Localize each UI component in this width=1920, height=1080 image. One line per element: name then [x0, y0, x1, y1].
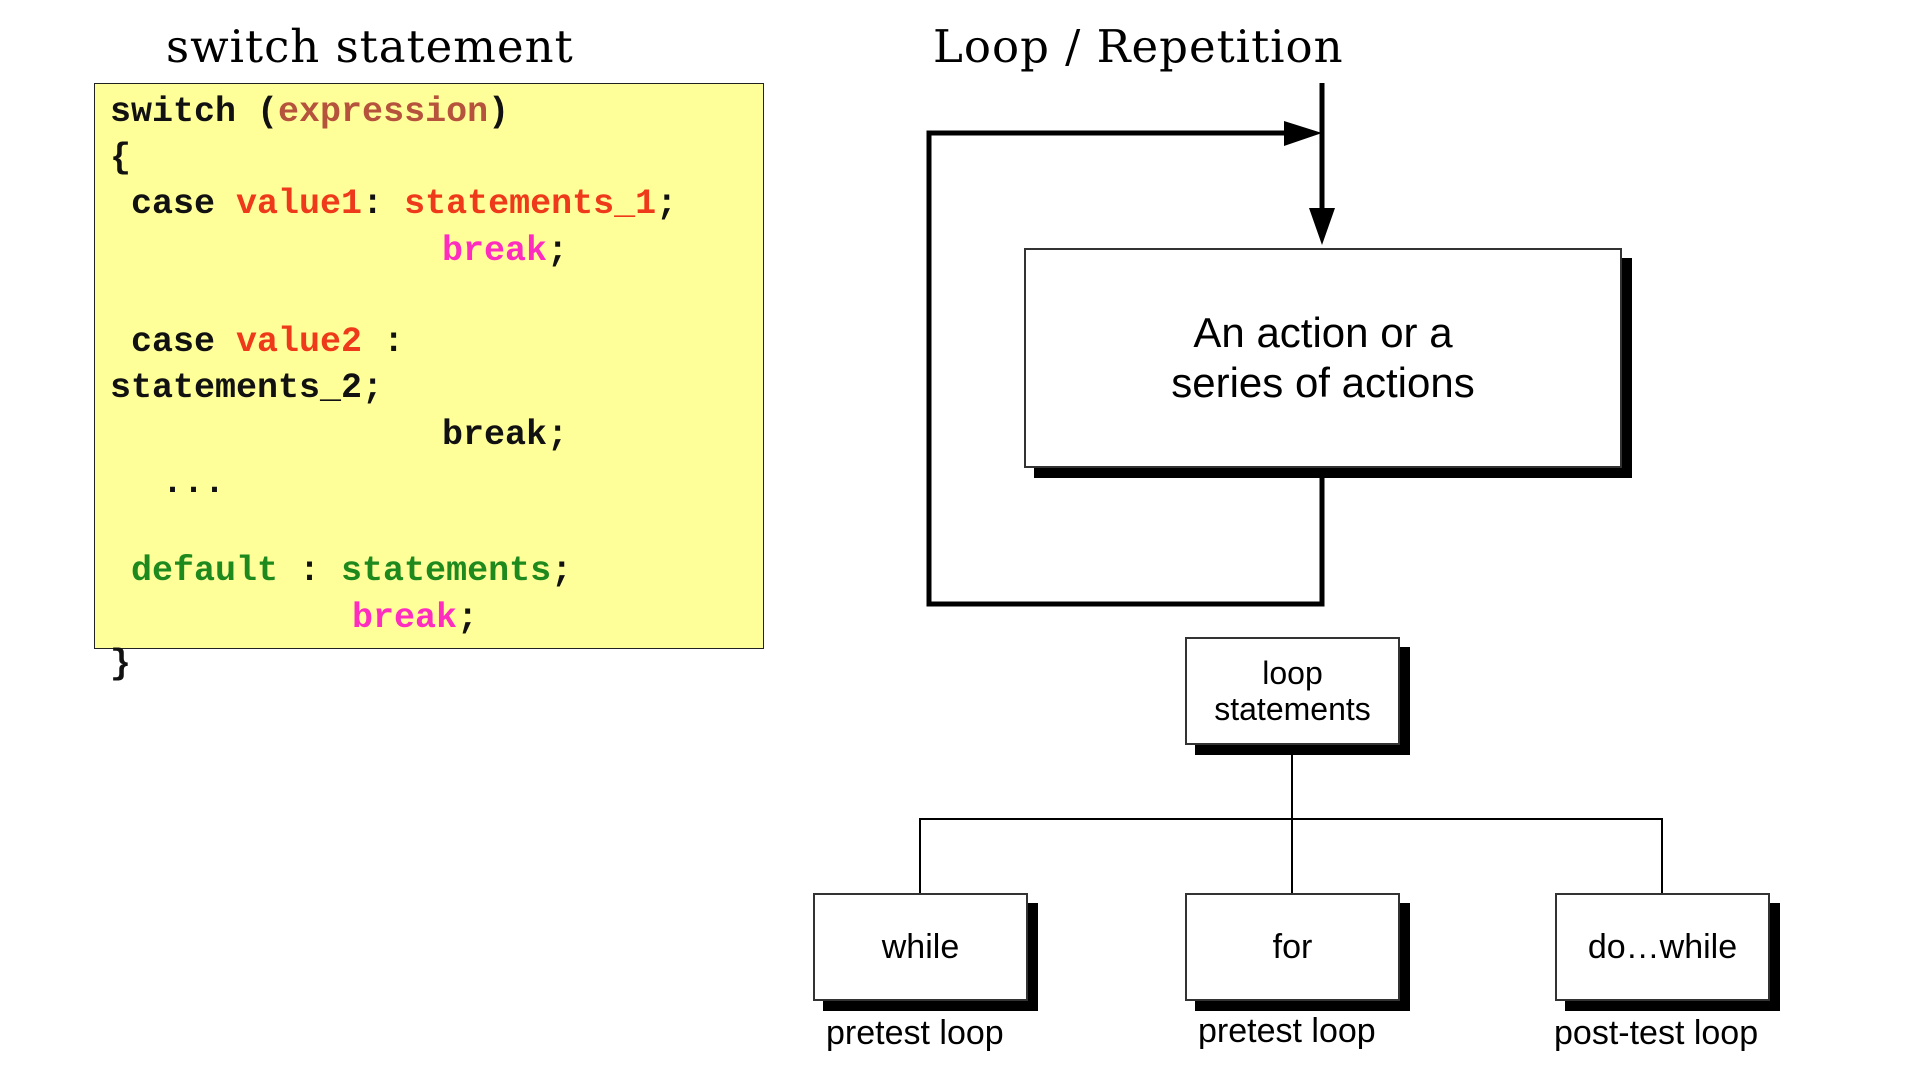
- code-break-1: break: [442, 231, 548, 271]
- code-break-default: break: [352, 598, 458, 638]
- code-statements-1: statements_1: [404, 184, 657, 224]
- code-semicolon: ;: [551, 551, 573, 591]
- code-expression: expression: [278, 92, 489, 132]
- while-caption: pretest loop: [826, 1014, 1004, 1052]
- code-value1: value1: [236, 184, 363, 224]
- code-switch-keyword: switch: [110, 92, 237, 132]
- do-while-caption: post-test loop: [1554, 1014, 1759, 1052]
- loop-statements-box: loop statements: [1185, 637, 1400, 745]
- code-colon: :: [362, 322, 405, 362]
- code-semicolon: ;: [656, 184, 678, 224]
- for-caption: pretest loop: [1198, 1012, 1376, 1050]
- tree-branch-line: [919, 818, 1663, 820]
- code-line-ellipsis: ...: [120, 463, 226, 503]
- code-semicolon: ;: [457, 598, 479, 638]
- switch-code-box: [94, 83, 764, 649]
- code-open-paren: (: [236, 92, 279, 132]
- code-colon: :: [362, 184, 405, 224]
- code-value2: value2: [236, 322, 363, 362]
- loop-statements-line-1: loop: [1262, 655, 1323, 691]
- loop-repetition-title: Loop / Repetition: [933, 20, 1344, 73]
- action-box: An action or a series of actions: [1024, 248, 1622, 468]
- code-line-7: break;: [442, 415, 569, 455]
- code-default-statements: statements: [341, 551, 552, 591]
- down-arrowhead: [1309, 208, 1335, 245]
- switch-statement-title: switch statement: [166, 20, 574, 73]
- code-default-keyword: default: [110, 551, 279, 591]
- code-case-keyword: case: [110, 184, 237, 224]
- action-box-line-1: An action or a: [1193, 309, 1453, 356]
- do-while-box: do…while: [1555, 893, 1770, 1001]
- code-line-9: default : statements;: [110, 551, 572, 591]
- for-box: for: [1185, 893, 1400, 1001]
- code-line-11: }: [110, 644, 132, 684]
- code-case-keyword: case: [110, 322, 237, 362]
- code-line-1: switch (expression): [110, 92, 509, 132]
- code-line-6: statements_2;: [110, 368, 384, 408]
- code-line-2: {: [110, 138, 132, 178]
- tree-branch-right: [1661, 818, 1663, 893]
- code-close-paren: ): [488, 92, 510, 132]
- tree-branch-left: [919, 818, 921, 893]
- code-line-4: break;: [442, 231, 568, 271]
- right-arrowhead: [1284, 121, 1322, 146]
- while-box: while: [813, 893, 1028, 1001]
- code-line-10: break;: [352, 598, 478, 638]
- code-semicolon: ;: [547, 231, 569, 271]
- action-box-line-2: series of actions: [1171, 359, 1475, 406]
- code-line-5: case value2 :: [110, 322, 404, 362]
- loop-statements-line-2: statements: [1214, 691, 1371, 727]
- code-colon: :: [278, 551, 342, 591]
- code-line-3: case value1: statements_1;: [110, 184, 677, 224]
- feedback-loop-line: [926, 130, 1325, 607]
